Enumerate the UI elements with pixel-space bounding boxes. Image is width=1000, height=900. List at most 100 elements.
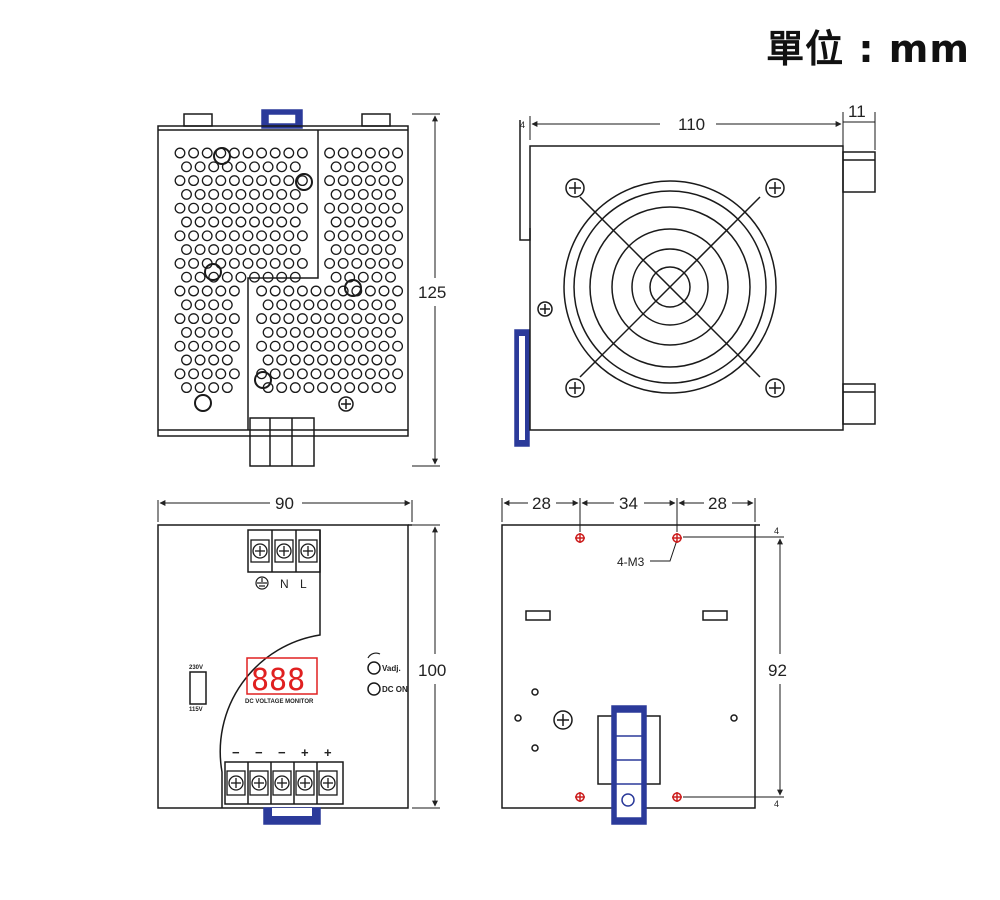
vent-hole bbox=[330, 354, 342, 366]
vent-hole bbox=[221, 326, 233, 338]
vent-hole bbox=[181, 382, 192, 394]
cover-seam bbox=[247, 130, 319, 430]
vent-hole bbox=[201, 230, 213, 242]
vent-hole bbox=[310, 368, 322, 380]
dim-width-90: 90 bbox=[275, 494, 294, 513]
vent-hole bbox=[269, 175, 281, 187]
vent-hole bbox=[357, 216, 369, 228]
vent-hole bbox=[269, 368, 281, 380]
vent-hole bbox=[385, 161, 396, 173]
vent-hole bbox=[351, 230, 363, 242]
vent-hole bbox=[194, 188, 206, 200]
vent-hole bbox=[249, 188, 260, 200]
vent-hole bbox=[181, 299, 192, 311]
vent-hole bbox=[228, 340, 240, 352]
dim-height-125: 125 bbox=[418, 283, 446, 302]
vent-hole bbox=[235, 161, 247, 173]
vent-hole bbox=[337, 175, 349, 187]
vent-hole bbox=[242, 175, 254, 187]
vent-hole bbox=[351, 313, 363, 325]
vent-hole bbox=[269, 147, 281, 159]
vent-hole bbox=[221, 382, 233, 394]
vent-hole bbox=[194, 161, 206, 173]
vent-hole bbox=[221, 216, 233, 228]
vent-hole bbox=[174, 313, 186, 325]
vent-hole bbox=[344, 244, 356, 256]
vent-hole bbox=[364, 340, 376, 352]
vent-hole bbox=[269, 285, 281, 297]
vent-hole bbox=[324, 285, 336, 297]
vent-hole bbox=[317, 326, 328, 338]
vent-hole bbox=[392, 313, 404, 325]
vent-hole bbox=[392, 175, 404, 187]
vent-hole bbox=[276, 216, 288, 228]
vadj-label: Vadj. bbox=[382, 664, 401, 673]
vent-hole bbox=[303, 326, 315, 338]
voltage-selector-switch bbox=[189, 671, 207, 705]
vent-hole bbox=[256, 340, 268, 352]
vent-hole bbox=[188, 285, 200, 297]
vent-hole bbox=[201, 340, 213, 352]
vent-hole bbox=[262, 188, 274, 200]
vent-hole bbox=[249, 271, 260, 283]
vent-hole bbox=[296, 257, 308, 269]
vent-hole bbox=[296, 368, 308, 380]
vent-hole bbox=[215, 230, 227, 242]
vent-hole bbox=[181, 244, 192, 256]
vent-hole bbox=[289, 216, 301, 228]
output-terminal-screws bbox=[226, 770, 338, 796]
vent-hole bbox=[296, 340, 308, 352]
vent-hole bbox=[364, 368, 376, 380]
vent-hole bbox=[357, 244, 369, 256]
vent-hole bbox=[256, 257, 268, 269]
vent-hole bbox=[351, 147, 363, 159]
vent-hole bbox=[357, 271, 369, 283]
vent-hole bbox=[276, 299, 288, 311]
vent-hole bbox=[392, 202, 404, 214]
vent-hole bbox=[276, 161, 288, 173]
screw-boss bbox=[213, 147, 231, 165]
vent-hole bbox=[337, 147, 349, 159]
vent-hole bbox=[385, 326, 396, 338]
vent-hole bbox=[289, 299, 301, 311]
vent-hole bbox=[357, 382, 369, 394]
vent-hole bbox=[188, 340, 200, 352]
vent-hole bbox=[194, 271, 206, 283]
vent-hole bbox=[344, 326, 356, 338]
vent-hole bbox=[188, 313, 200, 325]
vent-hole bbox=[242, 257, 254, 269]
input-terminal-screws bbox=[250, 539, 318, 563]
vent-hole bbox=[378, 368, 390, 380]
vent-hole bbox=[228, 257, 240, 269]
screw-boss bbox=[344, 279, 362, 297]
vent-hole bbox=[324, 313, 336, 325]
vent-hole bbox=[283, 257, 295, 269]
vent-hole bbox=[283, 230, 295, 242]
vent-hole bbox=[174, 147, 186, 159]
vent-hole bbox=[392, 285, 404, 297]
vent-hole bbox=[181, 271, 192, 283]
output-polarity-sign: − bbox=[255, 745, 263, 760]
vent-hole bbox=[351, 202, 363, 214]
vent-hole bbox=[221, 354, 233, 366]
vent-hole bbox=[283, 285, 295, 297]
vent-hole bbox=[364, 202, 376, 214]
vent-hole bbox=[262, 161, 274, 173]
vent-hole bbox=[344, 354, 356, 366]
vent-hole bbox=[378, 147, 390, 159]
vent-hole bbox=[371, 271, 383, 283]
vent-hole bbox=[201, 147, 213, 159]
vent-hole bbox=[194, 244, 206, 256]
vent-hole bbox=[303, 354, 315, 366]
vent-hole bbox=[228, 202, 240, 214]
vent-hole bbox=[228, 175, 240, 187]
vent-hole bbox=[317, 382, 328, 394]
vent-hole bbox=[296, 230, 308, 242]
output-terminal-block bbox=[224, 761, 344, 805]
vent-hole bbox=[235, 271, 247, 283]
fan-outer-ring bbox=[563, 180, 777, 394]
led-digits: 888 bbox=[251, 663, 305, 698]
vent-hole bbox=[283, 175, 295, 187]
vent-hole bbox=[221, 244, 233, 256]
vent-hole bbox=[330, 299, 342, 311]
